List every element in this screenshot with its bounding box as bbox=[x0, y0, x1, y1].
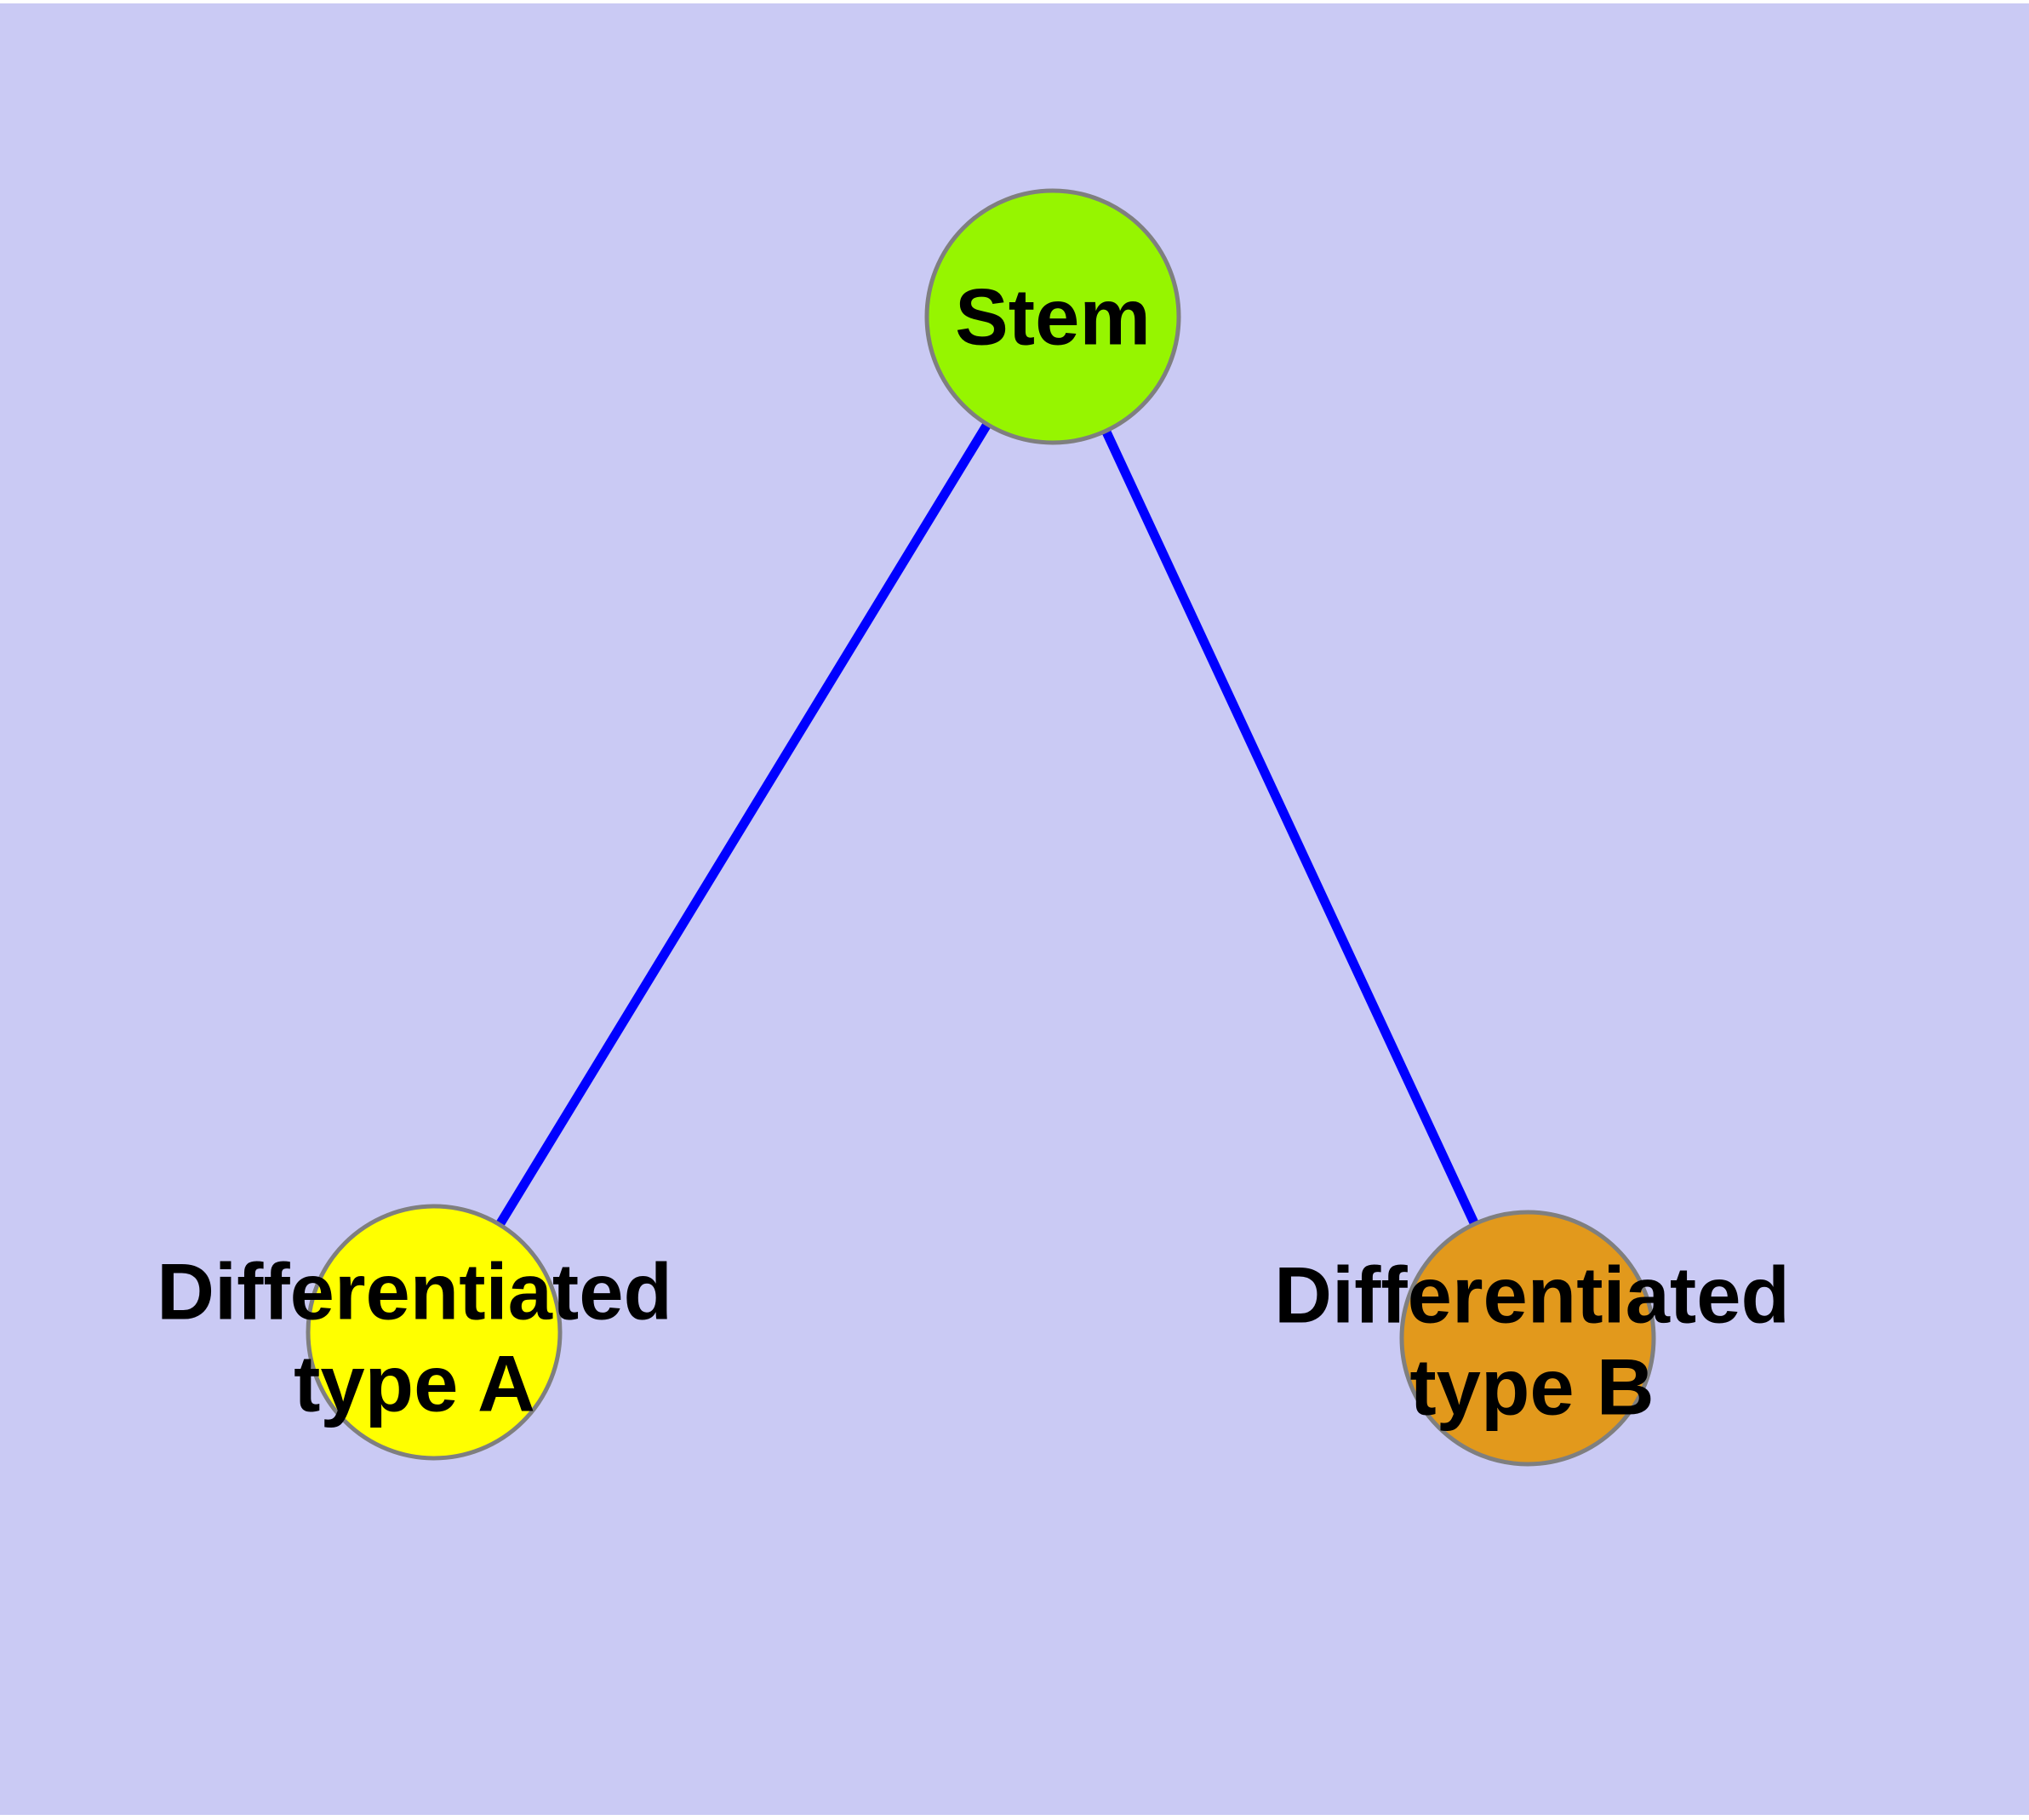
type-b-node-label-line2: type B bbox=[1409, 1342, 1654, 1432]
type-b-node-label-line1: Differentiated bbox=[1274, 1251, 1790, 1340]
stem-node bbox=[924, 188, 1181, 445]
edge-stem-to-type-a bbox=[430, 314, 1057, 1335]
type-b-node bbox=[1399, 1210, 1656, 1467]
stem-node-label: Stem bbox=[955, 272, 1151, 362]
type-a-node-label-line1: Differentiated bbox=[157, 1247, 672, 1336]
edge-stem-to-type-b bbox=[1049, 314, 1532, 1341]
type-a-node-label-line2: type A bbox=[294, 1339, 535, 1428]
type-a-node bbox=[306, 1204, 563, 1461]
